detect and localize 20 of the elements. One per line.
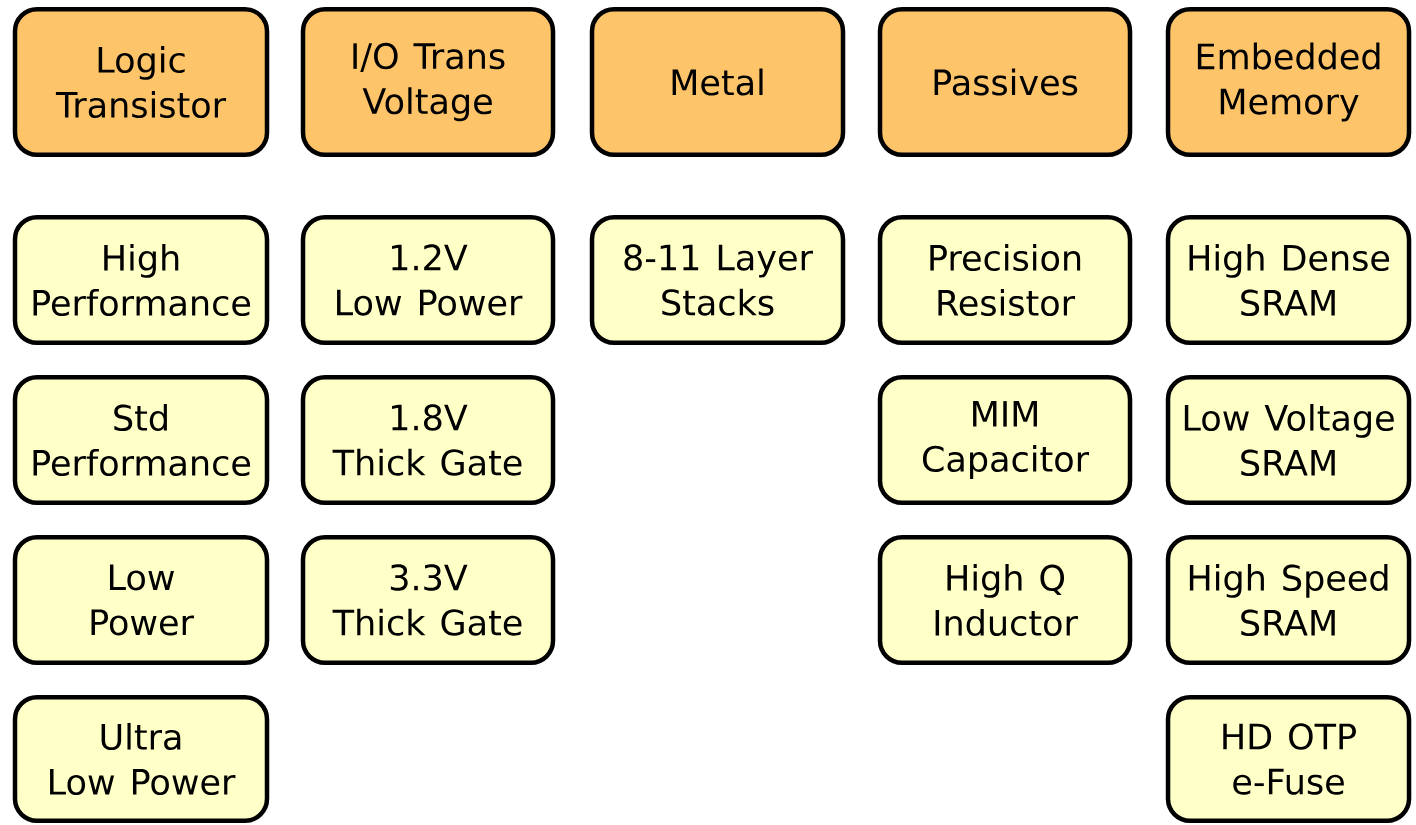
- category-box: I/O Trans Voltage: [300, 7, 556, 157]
- option-box: High Dense SRAM: [1165, 215, 1412, 345]
- category-box: Passives: [877, 7, 1133, 157]
- option-box: 1.8V Thick Gate: [300, 375, 556, 505]
- option-box: Std Performance: [12, 375, 270, 505]
- option-box: Precision Resistor: [877, 215, 1133, 345]
- option-box: HD OTP e-Fuse: [1165, 695, 1412, 823]
- option-box: 3.3V Thick Gate: [300, 535, 556, 665]
- option-box: MIM Capacitor: [877, 375, 1133, 505]
- option-box: 8-11 Layer Stacks: [589, 215, 846, 345]
- option-box: Low Power: [12, 535, 270, 665]
- option-box: High Q Inductor: [877, 535, 1133, 665]
- category-box: Embedded Memory: [1165, 7, 1412, 157]
- option-box: High Performance: [12, 215, 270, 345]
- category-box: Metal: [589, 7, 846, 157]
- option-box: Low Voltage SRAM: [1165, 375, 1412, 505]
- option-box: Ultra Low Power: [12, 695, 270, 823]
- option-box: 1.2V Low Power: [300, 215, 556, 345]
- category-box: Logic Transistor: [12, 7, 270, 157]
- option-box: High Speed SRAM: [1165, 535, 1412, 665]
